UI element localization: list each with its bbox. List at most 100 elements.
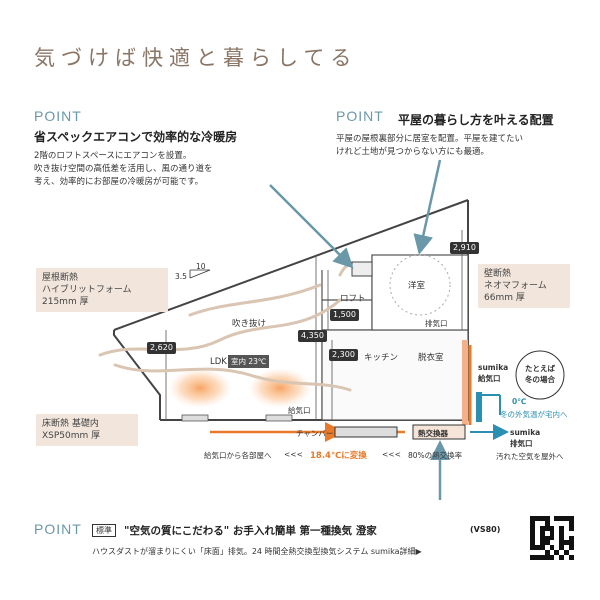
heat-exchanger-box xyxy=(412,424,466,440)
qr-cell xyxy=(554,535,560,541)
qr-cell xyxy=(534,555,540,560)
qr-cell xyxy=(554,550,560,556)
qr-cell xyxy=(549,550,555,556)
sumika-outlet-line: sumika xyxy=(510,428,541,437)
roof-insulation-box: 屋根断熱 ハイブリットフォーム 215mm 厚 xyxy=(36,268,168,312)
qr-cell xyxy=(549,530,555,536)
qr-cell xyxy=(544,535,550,541)
qr-cell xyxy=(569,545,574,551)
roof-insulation-line: 屋根断熱 xyxy=(42,273,79,283)
point1-body: 2階のロフトスペースにエアコンを設置。 吹き抜け空間の高低差を活用し、風の通り道… xyxy=(34,150,213,189)
qr-cell xyxy=(559,516,565,521)
qr-cell xyxy=(539,530,545,536)
point2-line: 平屋の屋根裏部分に居室を配置。平屋を建てたい xyxy=(336,134,524,144)
qr-cell xyxy=(530,550,535,556)
sumika-intake-label: sumika 給気口 xyxy=(478,362,508,384)
bottom-description[interactable]: ハウスダストが溜まりにくい「床面」排気。24 時間全熱交換型換気システム sum… xyxy=(92,547,422,556)
chamber-label: チャンバー xyxy=(296,429,334,438)
point-label-3: POINT xyxy=(34,521,82,537)
sumika-intake-line: sumika xyxy=(478,363,509,372)
qr-cell xyxy=(569,555,574,560)
qr-cell xyxy=(539,545,545,551)
qr-cell xyxy=(534,545,540,551)
qr-cell xyxy=(559,535,565,541)
qr-cell xyxy=(554,530,560,536)
wall-insulation-line: 壁断熱 xyxy=(484,269,512,279)
qr-cell xyxy=(530,555,535,560)
qr-cell xyxy=(549,520,555,526)
qr-cell xyxy=(559,525,565,531)
point1-line: 吹き抜け空間の高低差を活用し、風の通り道を xyxy=(34,164,213,174)
qr-cell xyxy=(539,555,545,560)
pitch-run: 10 xyxy=(196,262,206,271)
floor-insulation-line: 床断熱 基礎内 xyxy=(42,419,99,429)
qr-cell xyxy=(549,516,555,521)
qr-cell xyxy=(569,540,574,546)
label-fukinuke: 吹き抜け xyxy=(232,319,267,329)
qr-cell xyxy=(530,525,535,531)
outside-temp: 0℃ xyxy=(512,397,527,406)
standard-badge: 標準 xyxy=(92,524,116,537)
qr-cell xyxy=(549,555,555,560)
qr-cell xyxy=(544,545,550,551)
qr-cell xyxy=(534,535,540,541)
converted-temp: 18.4℃に変換 xyxy=(310,451,367,461)
dim-2300: 2,300 xyxy=(329,349,358,361)
dim-4350: 4,350 xyxy=(298,330,327,342)
qr-cell xyxy=(530,545,535,551)
qr-cell xyxy=(549,545,555,551)
example-line: 冬の場合 xyxy=(525,375,555,384)
roof-insulation-line: ハイブリットフォーム xyxy=(42,285,132,295)
sumika-intake-line: 給気口 xyxy=(478,374,501,383)
qr-cell xyxy=(539,516,545,521)
point2-body: 平屋の屋根裏部分に居室を配置。平屋を建てたい けれど土地が見つからない方にも最適… xyxy=(336,133,523,159)
wall-insulation-line: 66mm 厚 xyxy=(484,293,525,303)
qr-code[interactable] xyxy=(530,516,574,560)
qr-cell xyxy=(544,550,550,556)
qr-cell xyxy=(564,550,570,556)
room-ldk: LDK xyxy=(210,357,227,367)
qr-cell xyxy=(559,520,565,526)
floor-vents xyxy=(181,414,293,422)
point1-heading: 省スペックエアコンで効率的な冷暖房 xyxy=(34,130,238,144)
qr-cell xyxy=(559,550,565,556)
point-label-1: POINT xyxy=(34,108,82,124)
qr-cell xyxy=(564,530,570,536)
supply-port-label: 給気口 xyxy=(288,406,311,415)
qr-cell xyxy=(539,540,545,546)
bottom-model: (VS80) xyxy=(470,525,501,534)
heat-glow xyxy=(168,368,232,408)
qr-cell xyxy=(554,525,560,531)
room-dressing: 脱衣室 xyxy=(418,353,444,363)
qr-cell xyxy=(539,525,545,531)
pitch-rise: 3.5 xyxy=(175,272,187,281)
qr-cell xyxy=(549,535,555,541)
floor-insulation-box: 床断熱 基礎内 XSP50mm 厚 xyxy=(36,414,138,446)
qr-cell xyxy=(559,540,565,546)
qr-cell xyxy=(569,516,574,521)
interior-walls xyxy=(321,254,469,421)
point1-line: 考え、効率的にお部屋の冷暖房が可能です。 xyxy=(34,177,204,187)
sumika-outlet-line: 排気口 xyxy=(510,439,533,448)
qr-cell xyxy=(569,535,574,541)
qr-cell xyxy=(544,530,550,536)
qr-cell xyxy=(530,540,535,546)
roof-insulation-line: 215mm 厚 xyxy=(42,297,89,307)
qr-cell xyxy=(569,550,574,556)
flow-left-label: 給気口から各部屋へ xyxy=(204,451,272,460)
room-western: 洋室 xyxy=(408,281,426,291)
room-loft: ロフト xyxy=(340,294,366,304)
example-bubble xyxy=(515,350,565,400)
qr-cell xyxy=(544,540,550,546)
qr-cell xyxy=(569,530,574,536)
room-kitchen: キッチン xyxy=(364,353,399,363)
qr-cell xyxy=(564,535,570,541)
qr-cell xyxy=(559,555,565,560)
qr-cell xyxy=(534,520,540,526)
ac-unit xyxy=(351,261,373,277)
sumika-outlet-label: sumika 排気口 xyxy=(510,427,540,449)
page-title: 気づけば快適と暮らしてる xyxy=(34,46,358,70)
dirty-air-label: 汚れた空気を屋外へ xyxy=(496,452,564,461)
qr-cell xyxy=(530,530,535,536)
